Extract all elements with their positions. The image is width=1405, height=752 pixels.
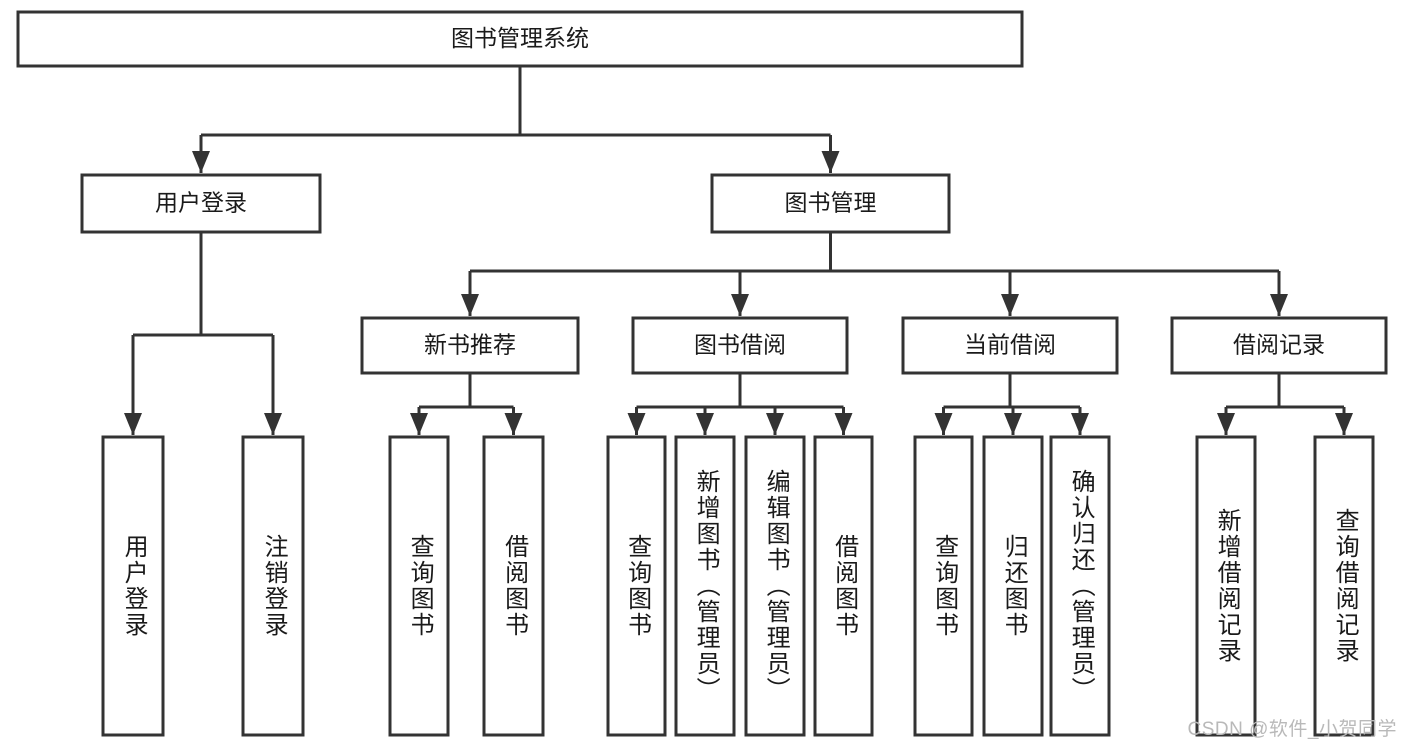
leaf-node-编辑图书（管理员）-box <box>744 435 806 737</box>
node-当前借阅-box <box>901 316 1119 375</box>
arrow-head-icon <box>410 413 428 435</box>
root-node-图书管理系统-box <box>16 10 1024 68</box>
leaf-node-查询图书-box <box>606 435 667 737</box>
arrow-head-icon <box>264 413 282 435</box>
leaf-node-归还图书-box <box>982 435 1044 737</box>
node-新书推荐-box <box>360 316 580 375</box>
arrow-head-icon <box>627 413 646 435</box>
leaf-node-注销登录-box <box>241 435 305 737</box>
arrow-head-icon <box>461 294 479 316</box>
node-用户登录-label: 用户登录 <box>155 190 247 216</box>
arrow-head-icon <box>731 294 749 316</box>
arrow-head-icon <box>1001 294 1019 316</box>
arrow-head-icon <box>696 413 714 435</box>
node-新书推荐-label: 新书推荐 <box>424 332 516 358</box>
arrow-head-icon <box>1335 413 1353 435</box>
boxes-layer <box>16 10 1388 737</box>
node-借阅记录-box <box>1170 316 1388 375</box>
arrow-head-icon <box>821 151 840 173</box>
arrow-head-icon <box>1270 294 1288 316</box>
node-用户登录-box <box>80 173 322 234</box>
leaf-node-确认归还（管理员）-box <box>1049 435 1111 737</box>
arrow-head-icon <box>192 151 210 173</box>
node-当前借阅-label: 当前借阅 <box>964 332 1056 358</box>
edges-layer <box>124 66 1353 435</box>
leaf-node-用户登录-box <box>101 435 165 737</box>
node-图书管理-box <box>710 173 951 234</box>
leaf-node-查询图书-box <box>388 435 450 737</box>
node-图书借阅-box <box>631 316 849 375</box>
arrow-head-icon <box>504 413 523 435</box>
root-node-图书管理系统-label: 图书管理系统 <box>451 25 589 51</box>
arrow-head-icon <box>934 413 953 435</box>
leaf-node-新增图书（管理员）-box <box>674 435 736 737</box>
node-图书管理-label: 图书管理 <box>785 190 877 216</box>
node-图书借阅-label: 图书借阅 <box>694 332 786 358</box>
arrow-head-icon <box>1217 413 1235 435</box>
arrow-head-icon <box>1004 413 1022 435</box>
leaf-node-借阅图书-box <box>482 435 545 737</box>
leaf-node-查询借阅记录-box <box>1313 435 1375 737</box>
arrow-head-icon <box>124 413 142 435</box>
arrow-head-icon <box>834 413 853 435</box>
arrow-head-icon <box>766 413 784 435</box>
arrow-head-icon <box>1071 413 1089 435</box>
leaf-node-借阅图书-box <box>813 435 874 737</box>
node-借阅记录-label: 借阅记录 <box>1233 332 1325 358</box>
leaf-node-新增借阅记录-box <box>1195 435 1257 737</box>
watermark-text: CSDN @软件_小贺同学 <box>1187 719 1397 740</box>
leaf-node-查询图书-box <box>913 435 974 737</box>
